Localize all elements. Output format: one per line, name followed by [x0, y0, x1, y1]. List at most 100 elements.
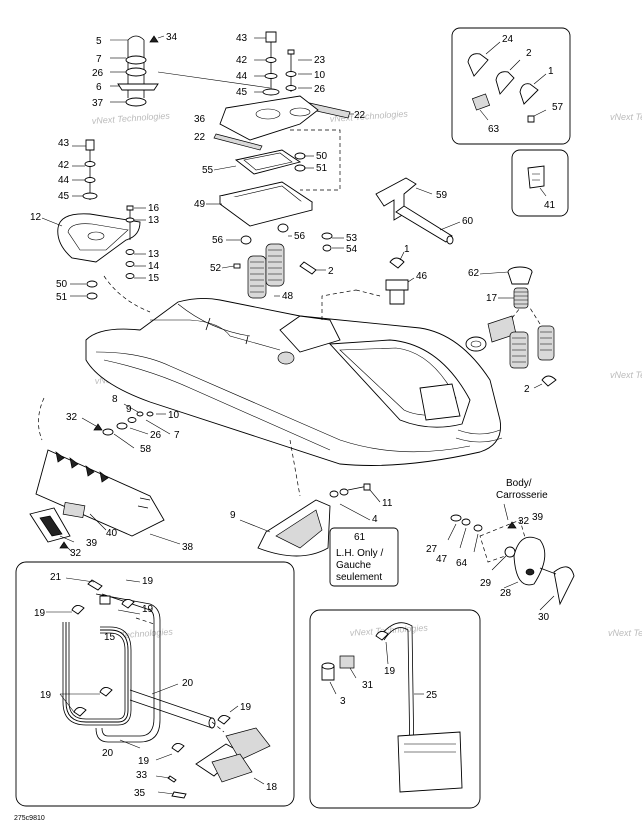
part-number: 48	[282, 291, 294, 302]
battery-vent-box	[309, 609, 481, 809]
part-number: 20	[182, 678, 194, 689]
part-number: 11	[382, 498, 393, 509]
part-number: 39	[86, 538, 98, 549]
part-number: 43	[58, 138, 70, 149]
part-number: 59	[436, 190, 448, 201]
part-number: 57	[552, 102, 564, 113]
part-number: 50	[56, 279, 68, 290]
part-number: 19	[138, 756, 150, 767]
part-number: 32	[518, 516, 530, 527]
part-number: 63	[488, 124, 500, 135]
callout-line: Gauche	[336, 560, 371, 571]
part-number: 62	[468, 268, 480, 279]
part-number: 45	[58, 191, 70, 202]
part-number: 8	[112, 394, 118, 405]
part-number: 44	[236, 71, 248, 82]
part-number: 33	[136, 770, 148, 781]
watermark-text: vNext Technologies	[610, 112, 642, 122]
part-number: 17	[486, 293, 498, 304]
sponson-assembly	[239, 483, 399, 587]
part-number: 52	[210, 263, 222, 274]
part-number: 19	[240, 702, 252, 713]
part-number: 16	[148, 203, 160, 214]
part-number: 26	[150, 430, 162, 441]
part-number: 39	[532, 512, 544, 523]
part-number: 25	[426, 690, 438, 701]
body-mount-parts	[447, 503, 575, 611]
part-number: 26	[314, 84, 326, 95]
body-label: Body/	[506, 478, 532, 489]
clamp-box	[451, 27, 571, 145]
handle-grips	[221, 243, 326, 299]
part-number: 22	[354, 110, 366, 121]
part-number: 30	[538, 612, 550, 623]
part-number: 26	[92, 68, 104, 79]
part-number: 9	[126, 404, 132, 415]
part-number: 24	[502, 34, 514, 45]
part-number: 46	[416, 271, 428, 282]
part-number: 4	[372, 514, 378, 525]
left-handle-assembly	[41, 139, 151, 313]
part-number: 58	[140, 444, 152, 455]
part-number: 22	[194, 132, 206, 143]
part-number: 6	[96, 82, 102, 93]
part-number: 55	[202, 165, 214, 176]
part-number: 50	[316, 151, 328, 162]
center-bolt-stack	[213, 31, 354, 151]
spring-set	[465, 266, 557, 389]
drawing-code: 275c9810	[14, 815, 45, 822]
part-number: 23	[314, 55, 326, 66]
part-number: 34	[166, 32, 178, 43]
part-number: 10	[314, 70, 326, 81]
part-number: 40	[106, 528, 118, 539]
part-number: 27	[426, 544, 438, 555]
part-number: 12	[30, 212, 42, 223]
fastener-box	[511, 149, 569, 217]
part-number: 41	[544, 200, 556, 211]
part-number: 19	[34, 608, 46, 619]
watercraft-hull	[38, 289, 503, 497]
part-number: 2	[328, 266, 334, 277]
body-label: Carrosserie	[496, 490, 548, 501]
part-number: 56	[294, 231, 306, 242]
fitting-46	[385, 251, 415, 305]
part-number: 19	[40, 690, 52, 701]
gauge-frame-assembly	[206, 129, 344, 252]
part-number: 19	[142, 604, 154, 615]
part-number: 64	[456, 558, 468, 569]
part-number: 44	[58, 175, 70, 186]
part-number: 37	[92, 98, 104, 109]
side-panel-fasteners	[81, 403, 171, 449]
part-number: 56	[212, 235, 224, 246]
part-number: 31	[362, 680, 374, 691]
part-number: 7	[96, 54, 102, 65]
callout-line: 61	[354, 532, 366, 543]
part-number: 35	[134, 788, 146, 799]
part-number: 20	[102, 748, 114, 759]
part-number: 1	[548, 66, 554, 77]
part-number: 47	[436, 554, 448, 565]
part-number: 51	[56, 292, 68, 303]
part-number: 15	[104, 632, 116, 643]
part-number: 13	[148, 215, 160, 226]
part-number: 19	[384, 666, 396, 677]
vent-panel	[29, 449, 181, 553]
part-number: 2	[526, 48, 532, 59]
part-number: 21	[50, 572, 62, 583]
part-number: 32	[70, 548, 82, 559]
watermark-text: vNext Technologies	[608, 628, 642, 638]
part-number: 7	[174, 430, 180, 441]
part-number: 45	[236, 87, 248, 98]
pipe-assembly-box	[15, 561, 295, 807]
part-number: 15	[148, 273, 160, 284]
part-number: 43	[236, 33, 248, 44]
part-number: 29	[480, 578, 492, 589]
part-number: 36	[194, 114, 206, 125]
part-number: 13	[148, 249, 160, 260]
part-number: 18	[266, 782, 278, 793]
part-number: 38	[182, 542, 194, 553]
part-number: 54	[346, 244, 358, 255]
part-number: 60	[462, 216, 474, 227]
